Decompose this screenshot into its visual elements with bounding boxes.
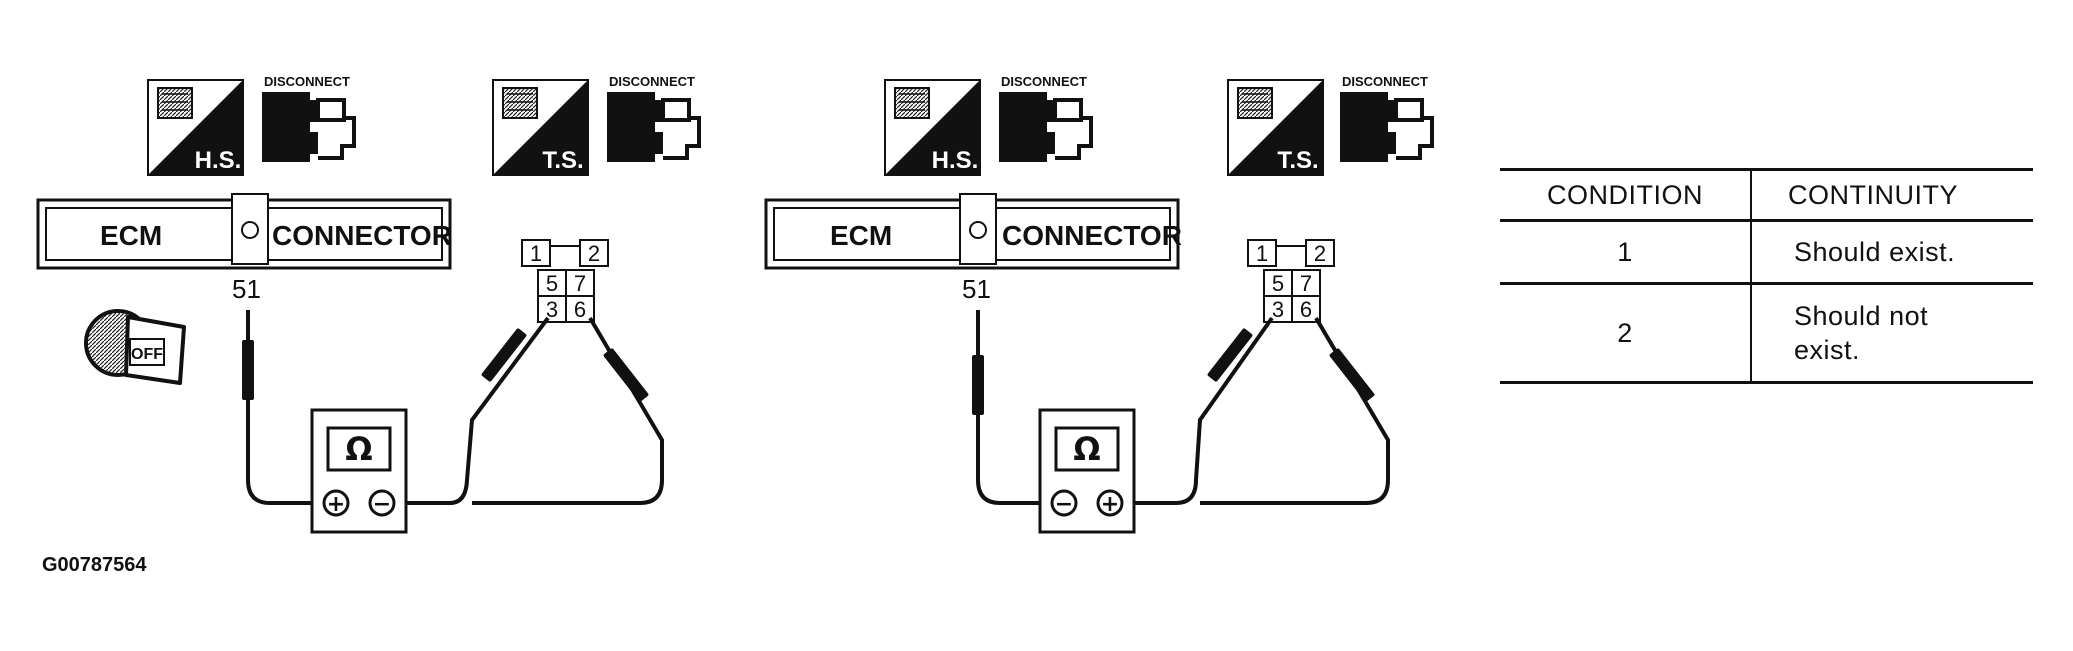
- condition-cell: 2: [1500, 282, 1752, 384]
- ecm-label: ECM: [830, 220, 892, 251]
- test-leads: [246, 310, 664, 505]
- disconnect-icon: DISCONNECT: [260, 74, 356, 164]
- connector-label: CONNECTOR: [272, 220, 452, 251]
- ecm-label: ECM: [100, 220, 162, 251]
- table-header-row: CONDITION CONTINUITY: [1500, 168, 2033, 222]
- ohmmeter: Ω − +: [1038, 408, 1136, 534]
- pin-2: 2: [1314, 241, 1326, 266]
- terminal-51-label: 51: [962, 274, 991, 304]
- probe-pin-6: [602, 347, 650, 403]
- pin-6: 6: [574, 297, 586, 322]
- ohmmeter: Ω + −: [310, 408, 408, 534]
- disconnect-label: DISCONNECT: [1342, 74, 1428, 89]
- harness-side-icon: H.S.: [884, 79, 981, 176]
- ecm-connector: ECM CONNECTOR: [36, 193, 452, 270]
- harness-side-icon: H.S.: [147, 79, 244, 176]
- continuity-text-line: exist.: [1794, 335, 1861, 365]
- probe-terminal-51: [242, 340, 254, 400]
- disconnect-icon: DISCONNECT: [1338, 74, 1434, 164]
- ts-label: T.S.: [1277, 147, 1318, 174]
- disconnect-icon: DISCONNECT: [605, 74, 701, 164]
- connector-label: CONNECTOR: [1002, 220, 1182, 251]
- ohm-symbol: Ω: [1073, 430, 1100, 468]
- table-row: 1 Should exist.: [1500, 219, 2033, 285]
- disconnect-icon: DISCONNECT: [997, 74, 1093, 164]
- terminal-side-icon: T.S.: [492, 79, 589, 176]
- continuity-cell: Should exist.: [1751, 219, 2033, 285]
- pin-3: 3: [1272, 297, 1284, 322]
- right-panel: H.S. DISCONNECT T.S. DISCONNECT ECM CONN…: [764, 74, 1434, 534]
- meter-negative-terminal: −: [1055, 492, 1073, 517]
- pin-2: 2: [588, 241, 600, 266]
- table-row: 2 Should not exist.: [1500, 282, 2033, 384]
- disconnect-label: DISCONNECT: [1001, 74, 1087, 89]
- pin-1: 1: [1256, 241, 1268, 266]
- continuity-table: CONDITION CONTINUITY 1 Should exist. 2 S…: [1500, 168, 2033, 384]
- disconnect-label: DISCONNECT: [609, 74, 695, 89]
- test-leads: [976, 310, 1390, 505]
- pin-7: 7: [574, 271, 586, 296]
- condition-cell: 1: [1500, 219, 1752, 285]
- meter-negative-terminal: −: [373, 492, 391, 517]
- continuity-cell: Should not exist.: [1751, 282, 2033, 384]
- figure-code: G00787564: [42, 554, 147, 576]
- pin-6: 6: [1300, 297, 1312, 322]
- ignition-off-label: OFF: [131, 346, 163, 363]
- ohm-symbol: Ω: [345, 430, 372, 468]
- pin-1: 1: [530, 241, 542, 266]
- condition-header: CONDITION: [1500, 168, 1752, 222]
- probe-pin-6: [1328, 347, 1376, 403]
- meter-positive-terminal: +: [327, 492, 345, 517]
- pin-3: 3: [546, 297, 558, 322]
- pin-7: 7: [1300, 271, 1312, 296]
- terminal-51-label: 51: [232, 274, 261, 304]
- terminal-side-icon: T.S.: [1227, 79, 1324, 176]
- pin-5: 5: [546, 271, 558, 296]
- pin-5: 5: [1272, 271, 1284, 296]
- disconnect-label: DISCONNECT: [264, 74, 350, 89]
- left-panel: H.S. DISCONNECT T.S. DISCONNECT ECM CONN…: [36, 74, 701, 534]
- terminal-pin-block: 1 2 5 7 3 6: [1247, 239, 1335, 323]
- ignition-key-icon: OFF: [84, 309, 186, 385]
- meter-positive-terminal: +: [1101, 492, 1119, 517]
- hs-label: H.S.: [195, 147, 242, 174]
- continuity-text-line: Should not: [1794, 301, 1929, 331]
- hs-label: H.S.: [932, 147, 979, 174]
- continuity-header: CONTINUITY: [1751, 168, 2033, 222]
- ecm-connector: ECM CONNECTOR: [764, 193, 1182, 270]
- probe-terminal-51: [972, 355, 984, 415]
- terminal-pin-block: 1 2 5 7 3 6: [521, 239, 609, 323]
- ts-label: T.S.: [542, 147, 583, 174]
